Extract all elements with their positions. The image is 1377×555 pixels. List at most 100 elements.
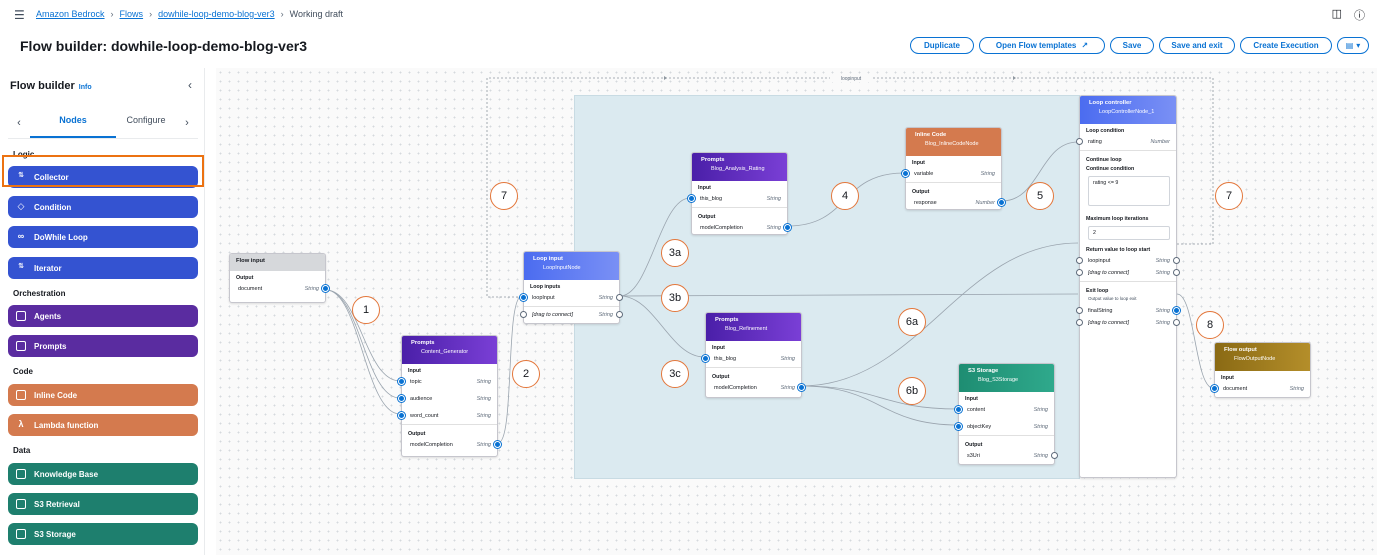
output-port[interactable] — [1173, 307, 1180, 314]
output-port[interactable] — [998, 199, 1005, 206]
sidebar-info-link[interactable]: Info — [78, 84, 92, 91]
output-port[interactable] — [1173, 269, 1180, 276]
breadcrumb-flow[interactable]: dowhile-loop-demo-blog-ver3 — [158, 9, 275, 19]
continue-condition-field[interactable]: rating <= 9 — [1088, 176, 1170, 206]
callout-7-right: 7 — [1215, 182, 1243, 210]
save-button[interactable]: Save — [1110, 37, 1154, 54]
header-actions: Duplicate Open Flow templates ↗ Save Sav… — [910, 37, 1369, 54]
flow-output-node[interactable]: Flow output FlowOutputNode Input documen… — [1211, 342, 1311, 398]
input-port[interactable] — [702, 355, 709, 362]
tabs-divider — [8, 138, 198, 139]
duplicate-button[interactable]: Duplicate — [910, 37, 974, 54]
palette-agents[interactable]: Agents — [8, 305, 198, 327]
input-port[interactable] — [398, 378, 405, 385]
output-port[interactable] — [798, 384, 805, 391]
node-name: Blog_S3Storage — [978, 377, 1019, 383]
input-port[interactable] — [398, 395, 405, 402]
save-and-exit-button[interactable]: Save and exit — [1159, 37, 1235, 54]
max-iterations-field[interactable]: 2 — [1088, 226, 1170, 240]
port-name: modelCompletion — [410, 442, 453, 448]
tab-configure[interactable]: Configure — [126, 115, 166, 125]
palette-s3-retrieval[interactable]: S3 Retrieval — [8, 493, 198, 515]
tabs-prev-icon[interactable]: ‹ — [17, 117, 21, 129]
divider — [402, 424, 497, 425]
open-flow-templates-button[interactable]: Open Flow templates ↗ — [979, 37, 1105, 54]
inline-code-node[interactable]: Inline Code Blog_InlineCodeNode Input va… — [902, 127, 1005, 210]
input-port[interactable] — [1076, 269, 1083, 276]
node-name: LoopInputNode — [543, 265, 581, 271]
external-link-icon: ↗ — [1081, 41, 1089, 50]
info-icon[interactable]: ⓘ — [1354, 10, 1365, 22]
input-row: [drag to connect]String — [520, 309, 623, 321]
callout-6a: 6a — [898, 308, 926, 336]
port-type: String — [476, 442, 491, 448]
output-port[interactable] — [1173, 319, 1180, 326]
port-type: String — [766, 225, 781, 231]
port-name: [drag to connect] — [532, 312, 573, 318]
create-execution-button[interactable]: Create Execution — [1240, 37, 1332, 54]
input-port[interactable] — [1076, 257, 1083, 264]
input-port[interactable] — [955, 423, 962, 430]
port-type: String — [598, 295, 613, 301]
output-port[interactable] — [616, 311, 623, 318]
divider — [706, 367, 801, 368]
breadcrumb-flows[interactable]: Flows — [119, 9, 144, 19]
loop-input-node[interactable]: Loop input LoopInputNode Loop inputs loo… — [520, 251, 623, 324]
palette-knowledge-base[interactable]: Knowledge Base — [8, 463, 198, 485]
palette-collector[interactable]: ⇅Collector — [8, 166, 198, 188]
input-port[interactable] — [688, 195, 695, 202]
output-port[interactable] — [494, 441, 501, 448]
palette-prompts[interactable]: Prompts — [8, 335, 198, 357]
callout-3b: 3b — [661, 284, 689, 312]
output-port[interactable] — [1051, 452, 1058, 459]
tabs-next-icon[interactable]: › — [185, 117, 189, 129]
input-port[interactable] — [1076, 307, 1083, 314]
loop-controller-node[interactable]: Loop controller LoopControllerNode_1 Loo… — [1076, 95, 1180, 478]
output-port[interactable] — [784, 224, 791, 231]
input-port[interactable] — [1076, 138, 1083, 145]
input-port[interactable] — [1076, 319, 1083, 326]
input-port[interactable] — [955, 406, 962, 413]
palette-dowhile-loop[interactable]: ∞DoWhile Loop — [8, 226, 198, 248]
output-port[interactable] — [616, 294, 623, 301]
agents-label: Agents — [34, 311, 62, 321]
input-port[interactable] — [902, 170, 909, 177]
analysis-node[interactable]: Prompts Blog_Analysis_Rating Input this_… — [688, 152, 791, 235]
more-actions-dropdown[interactable]: ▤ ▾ — [1337, 37, 1369, 54]
input-port[interactable] — [1211, 385, 1218, 392]
input-port[interactable] — [520, 294, 527, 301]
palette-condition[interactable]: ◇Condition — [8, 196, 198, 218]
node-kind: Loop input — [533, 256, 563, 262]
palette-inline-code[interactable]: Inline Code — [8, 384, 198, 406]
menu-icon[interactable]: ☰ — [14, 8, 25, 22]
input-port[interactable] — [398, 412, 405, 419]
chevron-right-icon: › — [149, 9, 153, 19]
output-port[interactable] — [1173, 257, 1180, 264]
loop-icon: ∞ — [17, 231, 25, 241]
port-name: rating — [1088, 139, 1102, 145]
breadcrumb-bedrock[interactable]: Amazon Bedrock — [36, 9, 105, 19]
flow-output-header: Flow output FlowOutputNode — [1215, 343, 1310, 371]
divider — [1080, 150, 1176, 151]
tab-nodes[interactable]: Nodes — [30, 108, 116, 138]
palette-iterator[interactable]: ⇅Iterator — [8, 257, 198, 279]
output-port[interactable] — [322, 285, 329, 292]
callout-3c: 3c — [661, 360, 689, 388]
port-type: String — [476, 413, 491, 419]
palette-s3-storage[interactable]: S3 Storage — [8, 523, 198, 545]
collapse-sidebar-icon[interactable]: ‹ — [188, 78, 192, 92]
caret-down-icon: ▾ — [1356, 41, 1361, 50]
input-port[interactable] — [520, 311, 527, 318]
panel-toggle-icon[interactable]: ◫ — [1331, 8, 1342, 20]
refinement-header: Prompts Blog_Refinement — [706, 313, 801, 341]
node-name: Blog_Analysis_Rating — [711, 166, 765, 172]
